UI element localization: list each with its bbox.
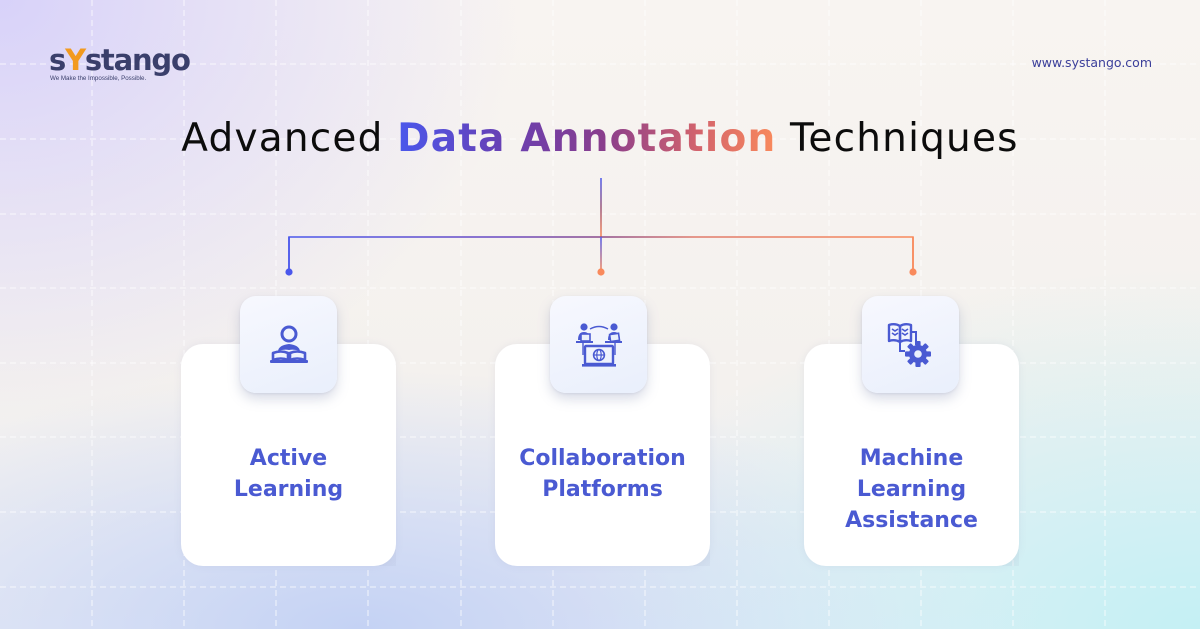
logo-tagline: We Make the Impossible, Possible.: [50, 75, 147, 82]
card-label: Collaboration Platforms: [519, 446, 686, 502]
icon-tile-active-learning: [240, 296, 337, 393]
book-gear-icon: [887, 322, 931, 367]
title-suffix: Techniques: [776, 116, 1019, 161]
reader-book-icon: [269, 325, 308, 363]
card-label: Active Learning: [233, 446, 344, 502]
icon-tile-collaboration: [550, 296, 647, 393]
icon-tile-ml-assistance: [862, 296, 959, 393]
website-url[interactable]: www.systango.com: [1031, 55, 1152, 70]
systango-logo[interactable]: sYstango We Make the Impossible, Possibl…: [49, 43, 191, 83]
collaboration-people-laptop-icon: [575, 322, 622, 367]
card-label: Machine Learning Assistance: [845, 446, 978, 533]
logo-wordmark: sYstango: [49, 43, 191, 77]
title-prefix: Advanced: [181, 116, 398, 161]
card-collaboration-platforms[interactable]: Collaboration Platforms: [495, 344, 710, 566]
page-title: Advanced Data Annotation Techniques: [0, 116, 1200, 161]
title-highlight: Data Annotation: [397, 116, 777, 161]
